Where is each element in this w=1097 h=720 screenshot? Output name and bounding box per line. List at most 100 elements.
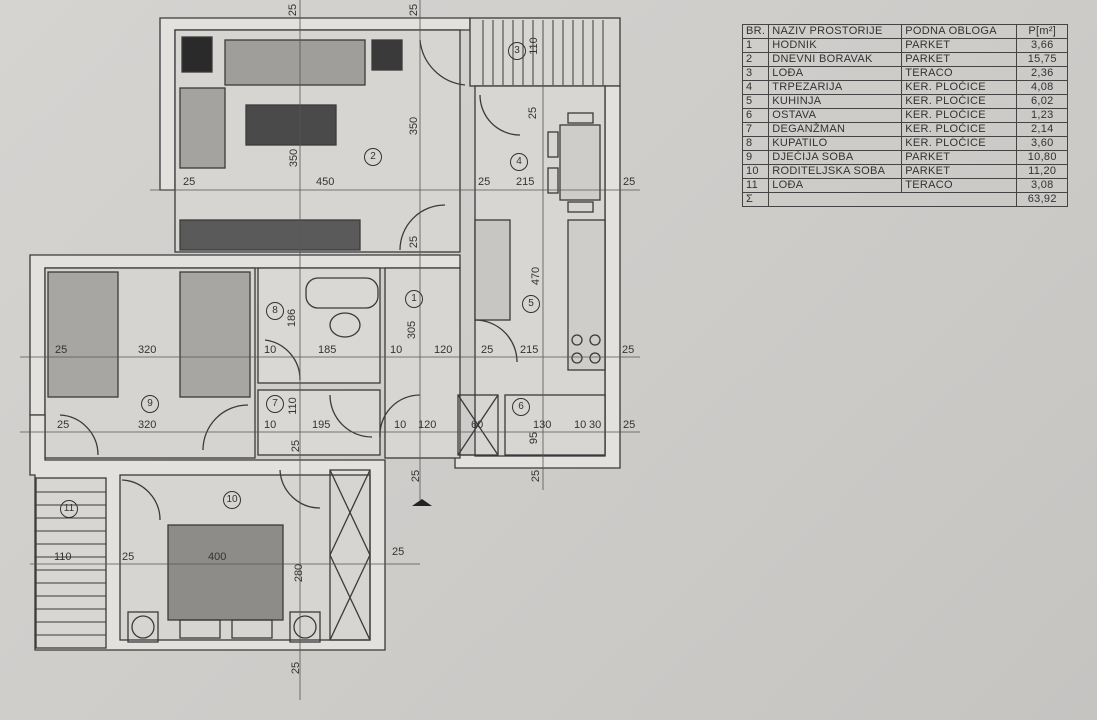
cell-no: 5	[741, 94, 770, 109]
room-marker-9: 9	[141, 395, 159, 413]
dim-label: 60	[471, 419, 484, 431]
cell-floor: KER. PLOČICE	[901, 108, 1018, 123]
cell-floor: TERACO	[901, 66, 1018, 81]
cell-floor: KER. PLOČICE	[901, 80, 1018, 95]
room-marker-4: 4	[510, 153, 528, 171]
cell-area: 3,66	[1016, 38, 1069, 53]
cell-name: DEGANŽMAN	[768, 122, 903, 137]
dim-label: 25	[622, 344, 635, 356]
dim-label: 130	[533, 419, 552, 431]
dim-label: 470	[530, 266, 543, 286]
cell-floor: KER. PLOČICE	[901, 122, 1018, 137]
cell-no: 9	[741, 150, 770, 165]
dim-label: 110	[54, 551, 72, 563]
cell-name: LOĐA	[768, 66, 903, 81]
cell-name: KUPATILO	[768, 136, 903, 151]
dim-label: 350	[408, 116, 421, 136]
dim-label: 120	[418, 419, 437, 431]
cell-floor: KER. PLOČICE	[901, 94, 1018, 109]
header-no: BR.	[741, 24, 770, 39]
cell-area: 1,23	[1016, 108, 1069, 123]
cell-area: 10,80	[1016, 150, 1069, 165]
dim-label: 25	[392, 546, 405, 558]
dim-label: 25	[478, 176, 491, 188]
dim-label: 450	[316, 176, 335, 188]
dim-label: 25	[290, 661, 303, 675]
dim-label: 25	[183, 176, 196, 188]
dim-label: 10	[390, 344, 403, 356]
dim-label: 305	[406, 320, 419, 340]
dim-label: 25	[290, 439, 303, 453]
total-spacer	[768, 192, 1018, 207]
dim-label: 400	[208, 551, 227, 563]
room-marker-11: 11	[60, 500, 78, 518]
cell-no: 8	[741, 136, 770, 151]
dim-label: 30	[589, 419, 602, 431]
dim-label: 25	[410, 469, 423, 483]
dim-label: 25	[623, 176, 636, 188]
room-marker-7: 7	[266, 395, 284, 413]
dim-label: 110	[527, 37, 540, 55]
header-floor: PODNA OBLOGA	[901, 24, 1018, 39]
dim-label: 25	[481, 344, 494, 356]
dim-label: 10	[264, 419, 277, 431]
header-area: P[m²]	[1016, 24, 1069, 39]
room-marker-6: 6	[512, 398, 530, 416]
header-room-name: NAZIV PROSTORIJE	[768, 24, 903, 39]
cell-name: KUHINJA	[768, 94, 903, 109]
cell-no: 4	[741, 80, 770, 95]
cell-area: 3,08	[1016, 178, 1069, 193]
cell-area: 2,14	[1016, 122, 1069, 137]
dim-label: 320	[138, 344, 157, 356]
cell-area: 15,75	[1016, 52, 1069, 67]
dim-label: 25	[530, 469, 543, 483]
room-marker-8: 8	[266, 302, 284, 320]
cell-name: OSTAVA	[768, 108, 903, 123]
table-header-row: BR. NAZIV PROSTORIJE PODNA OBLOGA P[m²]	[741, 24, 1069, 39]
room-schedule-table: BR. NAZIV PROSTORIJE PODNA OBLOGA P[m²] …	[741, 24, 1069, 207]
dim-label: 25	[287, 3, 300, 17]
cell-no: 6	[741, 108, 770, 123]
cell-no: 1	[741, 38, 770, 53]
room-marker-5: 5	[522, 295, 540, 313]
dim-label: 215	[520, 344, 539, 356]
dim-label: 195	[312, 419, 331, 431]
dim-label: 95	[528, 431, 541, 445]
dim-label: 280	[293, 563, 306, 583]
dim-label: 186	[286, 308, 299, 328]
cell-floor: PARKET	[901, 164, 1018, 179]
dim-label: 120	[434, 344, 453, 356]
cell-area: 6,02	[1016, 94, 1069, 109]
cell-floor: PARKET	[901, 150, 1018, 165]
dim-label: 25	[55, 344, 68, 356]
dim-label: 110	[286, 397, 299, 415]
dim-label: 25	[408, 235, 421, 249]
total-area: 63,92	[1016, 192, 1069, 207]
dim-label: 10	[574, 419, 587, 431]
dim-label: 185	[318, 344, 337, 356]
room-marker-2: 2	[364, 148, 382, 166]
cell-floor: KER. PLOČICE	[901, 136, 1018, 151]
cell-name: DNEVNI BORAVAK	[768, 52, 903, 67]
cell-no: 11	[741, 178, 770, 193]
dim-label: 25	[527, 106, 540, 120]
cell-no: 3	[741, 66, 770, 81]
dim-label: 10	[394, 419, 407, 431]
cell-no: 7	[741, 122, 770, 137]
cell-no: 2	[741, 52, 770, 67]
room-marker-3: 3	[508, 42, 526, 60]
cell-area: 3,60	[1016, 136, 1069, 151]
cell-floor: PARKET	[901, 38, 1018, 53]
room-marker-1: 1	[405, 290, 423, 308]
cell-area: 4,08	[1016, 80, 1069, 95]
